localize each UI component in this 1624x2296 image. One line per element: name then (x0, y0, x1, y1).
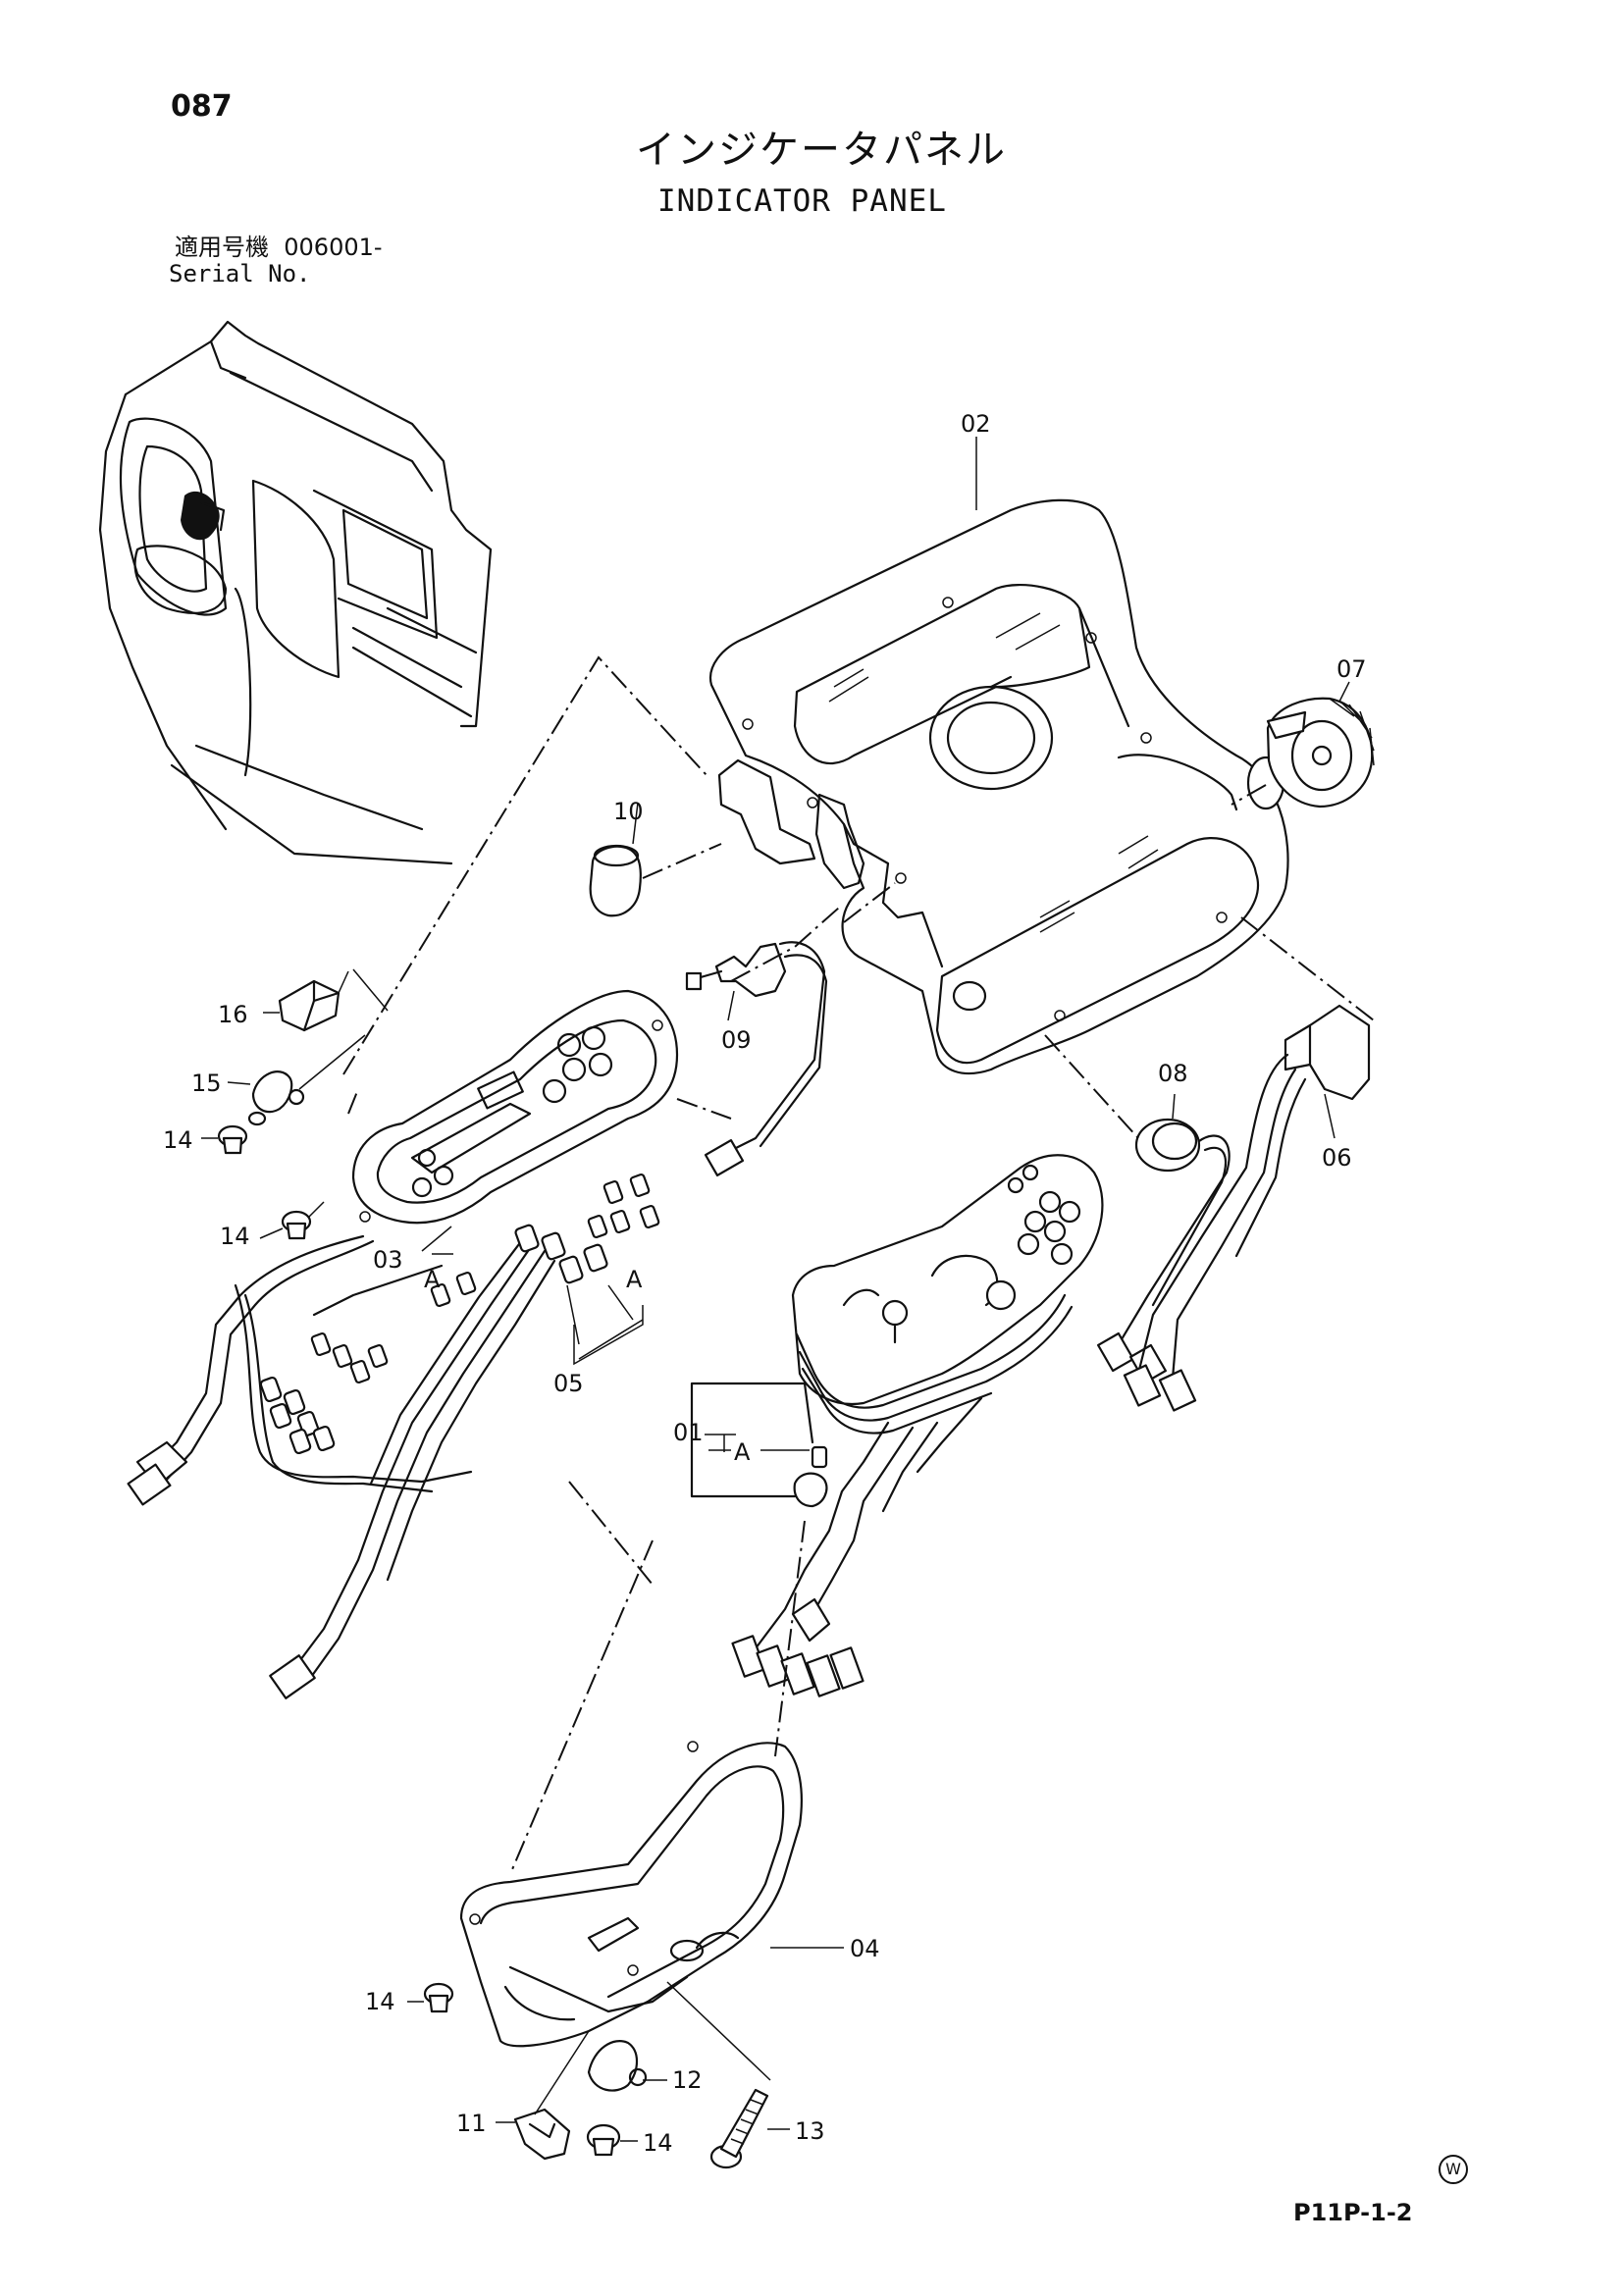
reference-a-1: A (424, 1266, 441, 1293)
rotary-knob-07 (1231, 697, 1375, 809)
callout-14-d: 14 (643, 2129, 673, 2157)
serial-label-japanese: 適用号機 (175, 234, 269, 261)
serial-label-english: Serial No. (169, 260, 311, 287)
callout-09: 09 (721, 1026, 752, 1054)
callout-16: 16 (218, 1001, 248, 1028)
callout-11: 11 (456, 2110, 487, 2137)
callout-14-c: 14 (365, 1988, 395, 2015)
callout-12: 12 (672, 2066, 703, 2094)
cap-10 (589, 843, 722, 917)
callout-03: 03 (373, 1246, 403, 1274)
indicator-location-marker (181, 491, 220, 541)
switch-09 (685, 882, 896, 1176)
serial-label: 適用号機 006001- (175, 235, 383, 259)
page-title: INDICATOR PANEL (657, 183, 947, 219)
callout-10: 10 (613, 798, 644, 825)
clamp-12 (587, 2040, 667, 2092)
callout-08: 08 (1158, 1060, 1188, 1087)
callout-06: 06 (1322, 1144, 1352, 1172)
page-title-japanese: インジケータパネル (636, 128, 1007, 173)
bracket-11 (496, 2030, 590, 2161)
monitor-01 (690, 1154, 1104, 1697)
callout-15: 15 (191, 1070, 222, 1097)
reference-a-3: A (734, 1438, 751, 1466)
screw-14-lower (281, 1201, 325, 1240)
clamp-15 (251, 1034, 366, 1114)
callout-14-a: 14 (163, 1126, 193, 1154)
tapping-screw-13 (666, 1981, 790, 2169)
callout-02: 02 (961, 410, 991, 438)
callout-13: 13 (795, 2117, 825, 2145)
w-mark-icon: W (1439, 2155, 1468, 2184)
screw-14-bottom (586, 2123, 638, 2157)
lamp-socket-cluster (259, 1173, 660, 1455)
gauge-board-03 (342, 655, 732, 1225)
wire-harness-05 (127, 1173, 660, 1699)
callout-14-b: 14 (220, 1223, 250, 1250)
callout-01: 01 (673, 1419, 704, 1446)
screw-14-left (407, 1982, 454, 2013)
connector-06 (1123, 916, 1375, 1412)
document-code: P11P-1-2 (1293, 2199, 1413, 2226)
cab-location-inset (98, 320, 493, 865)
reference-a-2: A (626, 1266, 643, 1293)
callout-05: 05 (553, 1370, 584, 1397)
callout-07: 07 (1336, 655, 1367, 683)
serial-number-value: 006001- (284, 234, 383, 261)
page-number: 087 (171, 89, 233, 124)
callout-leaders (201, 437, 1350, 1452)
buzzer-08 (1044, 1034, 1231, 1384)
case-04 (459, 1481, 844, 2048)
screw-14-upper (217, 1111, 267, 1155)
relay-16 (278, 968, 389, 1032)
indicator-cover-02 (708, 498, 1289, 1074)
callout-04: 04 (850, 1935, 880, 1962)
